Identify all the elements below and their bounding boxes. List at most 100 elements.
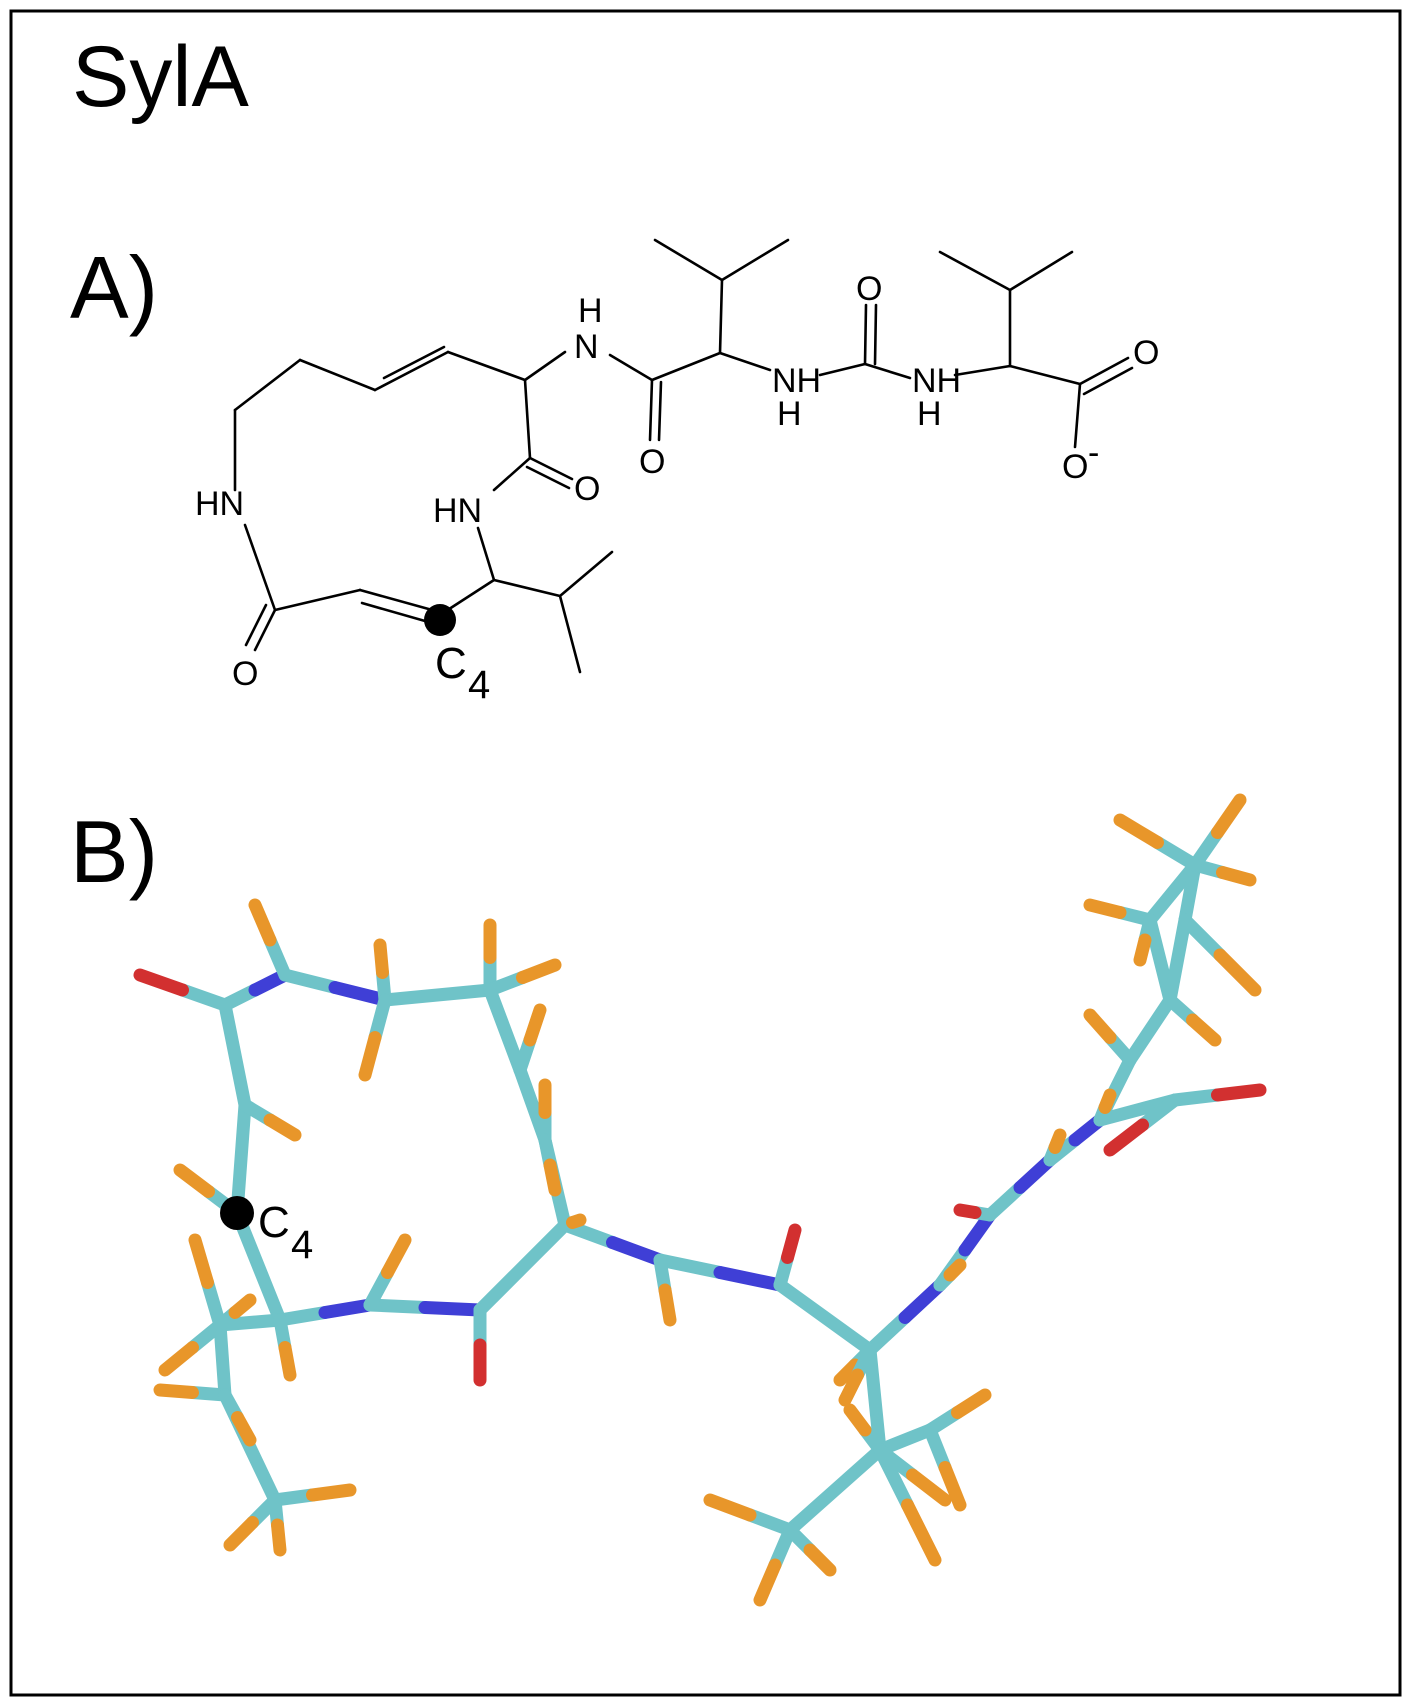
stick-bond	[278, 968, 342, 994]
stick-bond	[1113, 813, 1164, 849]
stick-bond	[1211, 1083, 1267, 1102]
stick-bond	[783, 1443, 887, 1537]
stick-bond	[230, 1098, 252, 1220]
stick-bond	[418, 1301, 487, 1317]
atom-label-n: N	[574, 328, 599, 366]
stick-bond	[951, 1388, 992, 1419]
stick-bond	[153, 1383, 199, 1399]
atom-label-hn: HN	[195, 485, 244, 523]
stick-bond	[1178, 913, 1227, 962]
atom-label-o: O	[639, 443, 665, 481]
stick-bond	[1213, 948, 1262, 997]
stick-bond	[201, 1276, 227, 1332]
c4-3d-marker-subscript: 4	[291, 1223, 313, 1267]
stick-bond	[898, 1278, 947, 1324]
atom-label-h: H	[917, 395, 942, 433]
panel-b-label: B)	[70, 802, 158, 901]
stick-bond	[838, 1368, 864, 1407]
stick-bond	[1083, 1008, 1117, 1044]
atom-label-h: H	[578, 292, 603, 330]
stick-bond	[863, 1311, 912, 1357]
stick-bond	[188, 1233, 214, 1289]
stick-bond	[923, 1423, 952, 1474]
stick-bond	[566, 1213, 587, 1229]
stick-bond	[843, 1403, 872, 1437]
stick-bond	[271, 1518, 287, 1557]
atom-label-o: O	[856, 270, 882, 308]
stick-bond	[1123, 993, 1177, 1067]
stick-bond	[906, 1468, 952, 1507]
stick-bond	[231, 1411, 257, 1447]
atom-label-o: O	[232, 655, 258, 693]
stick-bond	[213, 1318, 232, 1402]
stick-bond	[943, 1258, 967, 1282]
structure-2d-atom-labels: HN HN O O H N O NH H O NH H O O -	[195, 270, 1159, 693]
stick-bond	[516, 958, 562, 984]
stick-bond	[873, 1423, 937, 1457]
atom-label-o: O	[1062, 448, 1088, 486]
stick-bond	[983, 1181, 1027, 1222]
atom-label-hn: HN	[433, 492, 482, 530]
stick-bond	[781, 1223, 802, 1264]
structure-3d	[133, 793, 1267, 1607]
stick-bond	[803, 1543, 837, 1577]
stick-bond	[753, 1558, 782, 1607]
atom-label-o: O	[574, 470, 600, 508]
stick-bond	[223, 1516, 259, 1552]
stick-bond	[1098, 1088, 1117, 1114]
stick-bond	[653, 1253, 727, 1279]
stick-bond	[1178, 858, 1202, 927]
stick-bond	[953, 1203, 982, 1219]
stick-bond	[306, 1483, 357, 1502]
stick-bond	[363, 1298, 432, 1314]
stick-bond	[713, 1266, 787, 1292]
stick-bond	[773, 1278, 877, 1357]
stick-bond	[133, 968, 189, 997]
stick-bond	[863, 1343, 887, 1457]
stick-bond	[1168, 1088, 1224, 1107]
structure-2d-bonds	[233, 238, 1134, 674]
stick-bond	[483, 983, 527, 1077]
stick-bond	[1211, 793, 1247, 839]
stick-bond	[743, 1508, 797, 1537]
stick-bond	[1048, 1128, 1067, 1154]
stick-bond	[176, 983, 232, 1012]
stick-bond	[378, 983, 497, 1007]
atom-label-h: H	[777, 395, 802, 433]
stick-bond	[703, 1493, 757, 1522]
stick-bond	[173, 1163, 215, 1198]
stick-bond	[228, 1293, 257, 1319]
stick-bond	[873, 1443, 914, 1512]
stick-bond	[381, 1233, 412, 1279]
atom-label-o: O	[1133, 334, 1159, 372]
c4-3d-marker-label: C	[258, 1198, 290, 1247]
stick-bond	[1136, 1093, 1182, 1132]
stick-bond	[606, 1236, 667, 1267]
stick-bond	[230, 1206, 287, 1327]
stick-bond	[328, 981, 392, 1007]
stick-bond	[1133, 933, 1152, 967]
stick-bond	[938, 1461, 967, 1512]
atom-label-nh: NH	[912, 362, 961, 400]
stick-bond	[1013, 1153, 1057, 1194]
stick-bond	[158, 1341, 199, 1377]
stick-bond	[358, 1031, 382, 1082]
atom-label-nh: NH	[772, 362, 821, 400]
stick-bond	[273, 1306, 332, 1327]
c4-marker-dot	[424, 604, 456, 636]
stick-bond	[543, 1158, 562, 1197]
stick-bond	[248, 898, 277, 947]
stick-bond	[318, 1298, 377, 1319]
stick-bond	[833, 1358, 862, 1387]
figure-frame	[9, 9, 1402, 1697]
stick-bond	[1186, 1013, 1222, 1047]
structure-2d: HN HN O O H N O NH H O NH H O O - C 4	[195, 238, 1159, 707]
stick-bond	[473, 1218, 572, 1317]
c4-3d-marker-dot	[220, 1196, 254, 1230]
panel-a-label: A)	[70, 238, 158, 337]
c4-marker-subscript: 4	[468, 663, 490, 707]
stick-bond	[1151, 836, 1202, 872]
stick-bond	[278, 1341, 297, 1382]
stick-bond	[658, 1283, 677, 1327]
